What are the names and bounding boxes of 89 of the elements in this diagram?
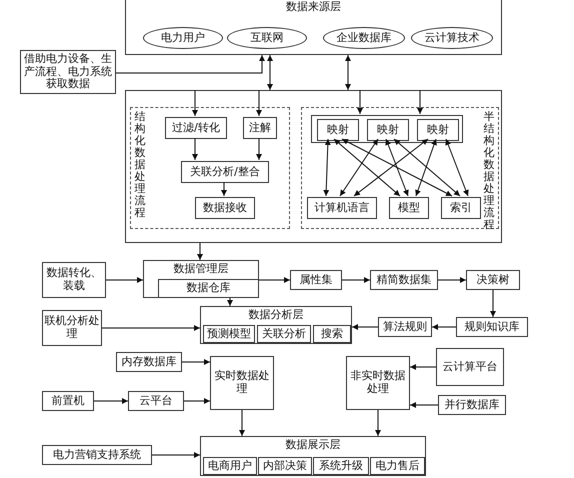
- process-box: 决策树: [466, 270, 520, 290]
- source-ellipse: 互联网: [227, 27, 307, 49]
- double-arrow: [267, 54, 273, 90]
- arrow: [182, 359, 210, 365]
- dashed-group: [130, 107, 290, 229]
- process-box: 系统升级: [313, 457, 369, 475]
- process-box: 规则知识库: [456, 317, 528, 337]
- arrow: [197, 242, 203, 260]
- arrow: [106, 277, 144, 283]
- process-box: 计算机语言: [307, 197, 377, 219]
- process-box: 注解: [243, 117, 277, 139]
- process-box: 电力营销支持系统: [42, 445, 152, 465]
- process-box: 数据转化、装载: [42, 262, 106, 298]
- arrow: [432, 324, 456, 330]
- layer-panel: [200, 306, 352, 344]
- double-arrow: [385, 138, 409, 196]
- process-box: 过滤/转化: [165, 117, 227, 139]
- double-arrow: [334, 138, 400, 196]
- process-box: 电力售后: [370, 457, 425, 475]
- process-box: 映射: [417, 119, 459, 141]
- arrow: [357, 90, 363, 114]
- process-box: 关联分析: [257, 325, 311, 343]
- source-ellipse: 电力用户: [143, 27, 223, 49]
- process-box: 映射: [367, 119, 409, 141]
- arrow: [116, 54, 265, 74]
- arrow: [256, 90, 262, 116]
- arrow: [221, 182, 227, 196]
- process-box: 联机分析处理: [42, 310, 102, 346]
- process-box: 数据接收: [195, 197, 255, 219]
- double-arrow: [394, 138, 460, 196]
- process-box: 云平台: [128, 391, 184, 411]
- arrow: [102, 325, 200, 331]
- process-box: 内部决策: [258, 457, 312, 475]
- double-arrow: [345, 54, 351, 90]
- process-box: 索引: [441, 197, 481, 219]
- arrow: [375, 410, 381, 436]
- arrow: [258, 277, 290, 283]
- arrow: [256, 138, 262, 160]
- process-box: 搜索: [313, 325, 351, 343]
- arrow: [438, 277, 466, 283]
- process-box: 预测模型: [203, 325, 255, 343]
- vertical-label: 结构化数据处理流程: [134, 111, 146, 219]
- double-arrow: [340, 138, 378, 196]
- process-box: 算法规则: [378, 317, 432, 337]
- layer-panel: [125, 0, 502, 55]
- process-box: 非实时数据处理: [346, 356, 410, 410]
- mapping-group-box: [311, 115, 463, 143]
- double-arrow: [323, 138, 331, 196]
- process-box: 前置机: [42, 391, 94, 411]
- layer-title: 数据管理层: [172, 263, 230, 276]
- process-box: 云计算平台: [436, 348, 504, 386]
- process-box: 内存数据库: [116, 352, 182, 372]
- process-box: 精简数据集: [370, 270, 438, 290]
- process-box: 属性集: [290, 270, 342, 290]
- process-box: 关联分析/整合: [181, 161, 269, 183]
- arrow: [152, 452, 200, 458]
- layer-panel: [200, 436, 426, 476]
- double-arrow: [445, 138, 469, 196]
- dashed-group: [301, 107, 499, 229]
- arrow: [352, 324, 378, 330]
- arrow: [417, 90, 423, 114]
- source-ellipse: 企业数据库: [323, 27, 405, 49]
- process-box: 借助电力设备、生产流程、电力系统获取数据: [20, 50, 116, 94]
- double-arrow: [415, 138, 437, 196]
- layer-title: 数据来源层: [285, 1, 342, 14]
- process-box: 数据仓库: [158, 279, 259, 298]
- arrow: [490, 290, 496, 318]
- source-ellipse: 云计算技术: [411, 27, 493, 49]
- arrow: [227, 298, 233, 306]
- layer-title: 数据展示层: [284, 439, 342, 452]
- arrow: [410, 364, 436, 370]
- arrow: [239, 410, 245, 436]
- arrow: [192, 90, 198, 116]
- double-arrow: [354, 138, 428, 196]
- arrow: [192, 138, 198, 160]
- process-box: 电商用户: [203, 457, 257, 475]
- layer-panel: [143, 260, 259, 298]
- process-box: 并行数据库: [438, 395, 506, 415]
- processing-frame: [125, 90, 502, 243]
- process-box: 模型: [389, 197, 429, 219]
- layer-title: 数据分析层: [248, 309, 304, 322]
- process-box: 实时数据处理: [210, 356, 274, 410]
- vertical-label: 半结构化数据处理流程: [483, 111, 495, 231]
- process-box: 映射: [317, 119, 359, 141]
- arrow: [94, 398, 128, 404]
- arrow: [184, 398, 210, 404]
- arrow: [410, 402, 438, 408]
- double-arrow: [342, 138, 452, 196]
- arrow: [342, 277, 370, 283]
